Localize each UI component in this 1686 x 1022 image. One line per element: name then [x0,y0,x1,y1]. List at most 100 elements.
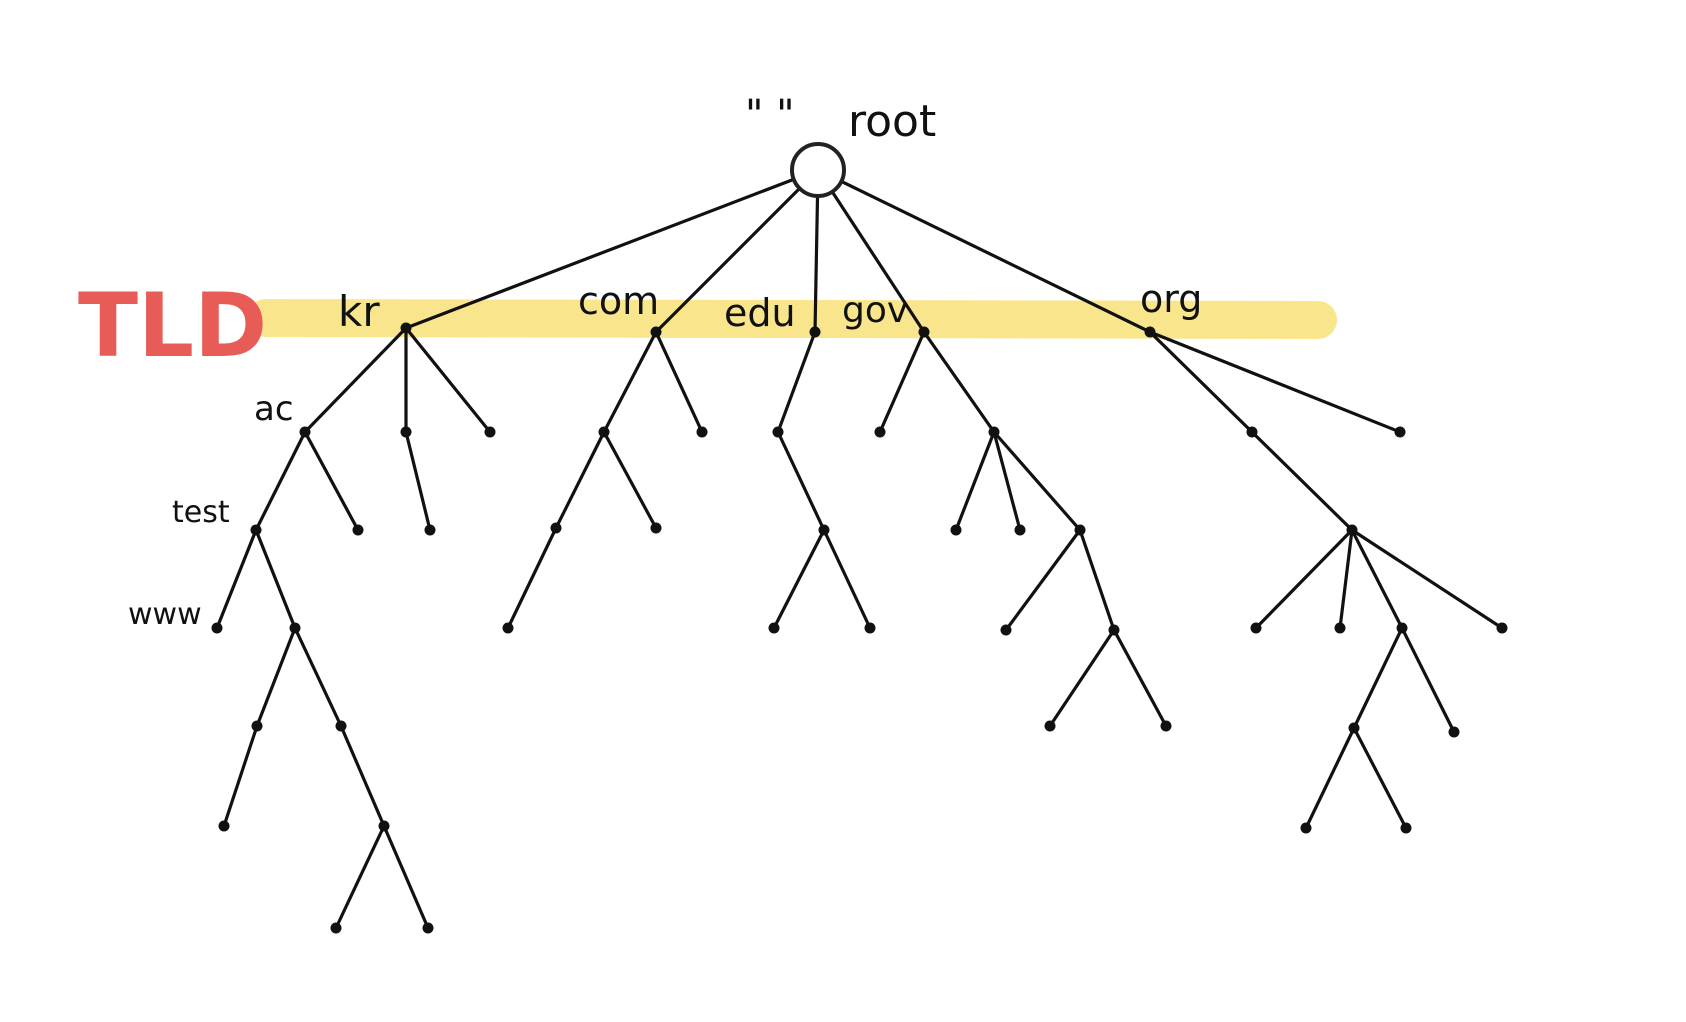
node-com1 [598,426,610,438]
edge-org1c-o4 [1350,528,1504,630]
node-kr2c [424,524,436,536]
node-gov2c1 [1000,624,1012,636]
tld-highlight-band [247,299,1337,339]
node-com1L [550,522,562,534]
root-quote-label: " " [745,92,795,138]
edge-gov2-gov2a [954,430,996,532]
tld-label-edu: edu [724,291,796,335]
edge-o3c-o3cr [1352,726,1408,830]
node-edu1l [768,622,780,634]
edge-org1-org1c [1250,430,1354,532]
edge-o3c-o3cl [1304,726,1356,830]
edge-w1-w1c [222,724,259,828]
tree-edges [215,168,1504,930]
edge-edu1c-edu1l [772,528,826,630]
node-org2 [1394,426,1406,438]
edge-org1c-o2 [1338,528,1354,630]
node-w2r [422,922,434,934]
node-gov1 [874,426,886,438]
edge-root-com [654,168,820,334]
node-o1 [1250,622,1262,634]
edge-ac-acR [303,430,360,532]
node-kr2 [400,426,412,438]
tld-label-com: com [578,279,659,323]
edge-kr-kr3 [404,326,492,434]
node-gov [918,326,930,338]
edge-com-com1 [602,330,658,434]
edge-com-com2 [654,330,704,434]
node-com1Lc [502,622,514,634]
sub-label-www: www [128,597,202,632]
edge-gov2c2-g2c2b [1112,628,1168,728]
node-w1c [218,820,230,832]
tld-label-kr: kr [338,287,380,336]
edge-root-gov [816,168,926,334]
node-kr3 [484,426,496,438]
node-kr [400,322,412,334]
tld-label-org: org [1140,277,1202,321]
edge-edu1c-edu1r [822,528,872,630]
node-org1c [1346,524,1358,536]
node-w2 [335,720,347,732]
node-w2c [378,820,390,832]
edge-o3-o3d [1400,626,1456,734]
node-org [1144,326,1156,338]
edge-ac-acL [254,430,307,532]
edge-root-kr [404,168,820,330]
node-w1 [251,720,263,732]
node-gov2b [1014,524,1026,536]
edge-acL-testR [254,528,297,630]
node-edu1r [864,622,876,634]
sub-label-ac: ac [254,389,294,429]
node-w2l [330,922,342,934]
edge-gov2-gov2b [992,430,1022,532]
edge-kr2-kr2c [404,430,432,532]
node-o3cl [1300,822,1312,834]
edge-gov2-gov2c [992,430,1082,532]
node-o3c [1348,722,1360,734]
tree-nodes [211,322,1508,934]
edge-com1L-com1Lc [506,526,558,630]
node-o3d [1448,726,1460,738]
edge-gov2c-gov2c1 [1004,528,1082,632]
edge-w2c-w2r [382,824,430,930]
root-label: root [848,96,936,147]
node-testR [289,622,301,634]
edge-root-org [816,168,1152,334]
node-com1R [650,522,662,534]
edge-gov2c2-g2c2a [1048,628,1116,728]
edge-org1c-o1 [1254,528,1354,630]
node-edu1 [772,426,784,438]
edge-org1c-o3 [1350,528,1404,630]
node-acR [352,524,364,536]
node-com2 [696,426,708,438]
edge-edu-edu1 [776,330,817,434]
edge-gov2c-gov2c2 [1078,528,1116,632]
node-g2c2a [1044,720,1056,732]
edge-org-org2 [1148,330,1402,434]
node-edu [809,326,821,338]
edge-testR-w2 [293,626,343,728]
node-gov2c [1074,524,1086,536]
edge-org-org1 [1148,330,1254,434]
node-gov2c2 [1108,624,1120,636]
node-g2c2b [1160,720,1172,732]
node-o2 [1334,622,1346,634]
node-o4 [1496,622,1508,634]
node-o3cr [1400,822,1412,834]
edge-testR-w1 [255,626,297,728]
node-edu1c [818,524,830,536]
edge-com1-com1L [554,430,606,530]
node-com [650,326,662,338]
node-gov2 [988,426,1000,438]
root-node [790,142,846,198]
node-o3 [1396,622,1408,634]
edge-gov-gov2 [922,330,996,434]
node-gov2a [950,524,962,536]
node-ac [299,426,311,438]
edge-o3-o3c [1352,626,1404,730]
edge-edu1-edu1c [776,430,826,532]
edge-gov-gov1 [878,330,926,434]
tld-label-gov: gov [842,290,908,331]
edge-acL-wwwL [215,528,258,630]
